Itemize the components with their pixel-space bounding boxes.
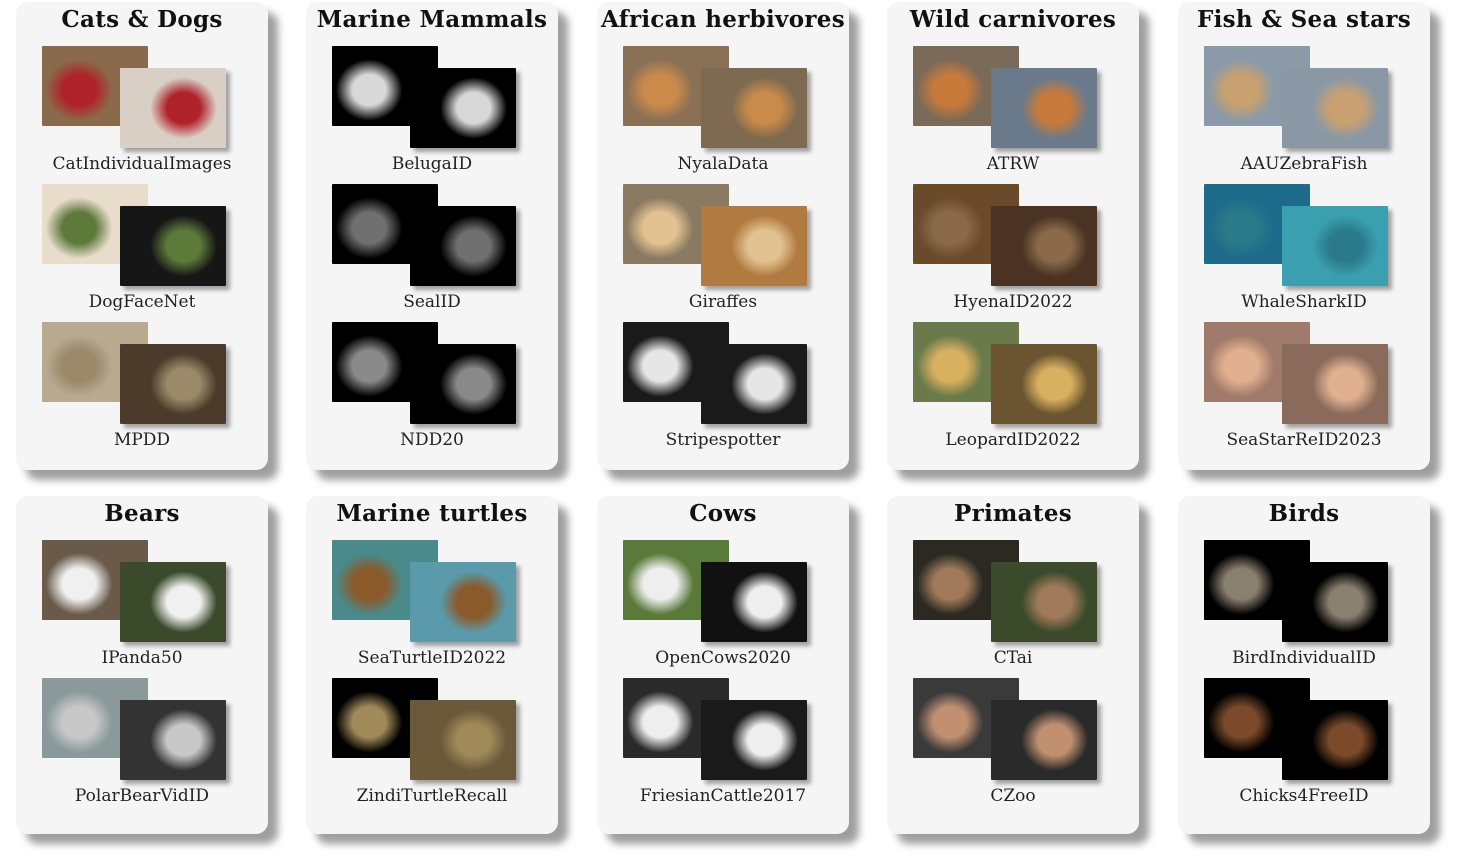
dataset-entry: Chicks4FreeID	[1178, 678, 1430, 808]
dataset-name: LeopardID2022	[945, 430, 1081, 450]
dataset-name: MPDD	[113, 430, 171, 450]
dataset-sample-image-front	[410, 344, 516, 424]
dataset-sample-image-front	[991, 206, 1097, 286]
dataset-entry: ZindiTurtleRecall	[306, 678, 558, 808]
dataset-sample-image-front	[1282, 562, 1388, 642]
dataset-sample-image-front	[120, 562, 226, 642]
dataset-entry: IPanda50	[16, 540, 268, 670]
dataset-name: Giraffes	[688, 292, 758, 312]
dataset-sample-image-front	[1282, 344, 1388, 424]
dataset-sample-image-front	[701, 700, 807, 780]
dataset-entry: HyenaID2022	[887, 184, 1139, 314]
dataset-entry: FriesianCattle2017	[597, 678, 849, 808]
dataset-sample-image-front	[410, 700, 516, 780]
category-title: Marine Mammals	[316, 6, 548, 33]
dataset-entry: NDD20	[306, 322, 558, 452]
dataset-name: FriesianCattle2017	[639, 786, 807, 806]
dataset-entry: BelugaID	[306, 46, 558, 176]
dataset-sample-image-front	[1282, 68, 1388, 148]
dataset-sample-image-front	[701, 562, 807, 642]
dataset-sample-image-front	[991, 344, 1097, 424]
dataset-entry: CatIndividualImages	[16, 46, 268, 176]
dataset-sample-image-front	[701, 206, 807, 286]
dataset-name: Stripespotter	[665, 430, 781, 450]
dataset-entry: MPDD	[16, 322, 268, 452]
dataset-entry: CTai	[887, 540, 1139, 670]
category-title: Primates	[954, 500, 1072, 527]
dataset-name: OpenCows2020	[655, 648, 791, 668]
dataset-sample-image-front	[701, 344, 807, 424]
dataset-name: PolarBearVidID	[74, 786, 210, 806]
dataset-entry: Giraffes	[597, 184, 849, 314]
dataset-name: Chicks4FreeID	[1239, 786, 1369, 806]
category-title: Bears	[104, 500, 180, 527]
dataset-name: IPanda50	[101, 648, 183, 668]
dataset-name: SealID	[403, 292, 461, 312]
dataset-name: AAUZebraFish	[1240, 154, 1368, 174]
dataset-entry: WhaleSharkID	[1178, 184, 1430, 314]
dataset-name: NyalaData	[677, 154, 769, 174]
category-title: Birds	[1268, 500, 1340, 527]
dataset-sample-image-front	[120, 344, 226, 424]
dataset-name: ZindiTurtleRecall	[356, 786, 508, 806]
dataset-name: BirdIndividualID	[1232, 648, 1376, 668]
dataset-sample-image-front	[1282, 206, 1388, 286]
dataset-name: ATRW	[986, 154, 1040, 174]
dataset-entry: LeopardID2022	[887, 322, 1139, 452]
dataset-entry: PolarBearVidID	[16, 678, 268, 808]
dataset-entry: SeaTurtleID2022	[306, 540, 558, 670]
dataset-sample-image-front	[991, 700, 1097, 780]
dataset-name: SeaTurtleID2022	[357, 648, 507, 668]
dataset-name: HyenaID2022	[953, 292, 1073, 312]
dataset-name: CatIndividualImages	[52, 154, 232, 174]
dataset-entry: BirdIndividualID	[1178, 540, 1430, 670]
dataset-name: SeaStarReID2023	[1226, 430, 1382, 450]
dataset-sample-image-front	[410, 206, 516, 286]
dataset-entry: OpenCows2020	[597, 540, 849, 670]
category-title: Wild carnivores	[909, 6, 1117, 33]
dataset-name: NDD20	[400, 430, 464, 450]
dataset-name: BelugaID	[391, 154, 473, 174]
category-title: African herbivores	[601, 6, 845, 33]
dataset-entry: SeaStarReID2023	[1178, 322, 1430, 452]
category-title: Cats & Dogs	[61, 6, 223, 33]
dataset-name: CZoo	[990, 786, 1036, 806]
dataset-name: CTai	[993, 648, 1033, 668]
category-title: Marine turtles	[336, 500, 528, 527]
dataset-entry: Stripespotter	[597, 322, 849, 452]
dataset-entry: NyalaData	[597, 46, 849, 176]
dataset-name: WhaleSharkID	[1241, 292, 1367, 312]
dataset-sample-image-front	[701, 68, 807, 148]
dataset-sample-image-front	[1282, 700, 1388, 780]
dataset-sample-image-front	[991, 68, 1097, 148]
dataset-name: DogFaceNet	[88, 292, 196, 312]
dataset-sample-image-front	[120, 68, 226, 148]
category-title: Cows	[689, 500, 757, 527]
dataset-entry: AAUZebraFish	[1178, 46, 1430, 176]
dataset-entry: CZoo	[887, 678, 1139, 808]
dataset-entry: ATRW	[887, 46, 1139, 176]
dataset-sample-image-front	[410, 68, 516, 148]
dataset-sample-image-front	[120, 700, 226, 780]
dataset-sample-image-front	[120, 206, 226, 286]
category-title: Fish & Sea stars	[1196, 6, 1411, 33]
dataset-entry: DogFaceNet	[16, 184, 268, 314]
dataset-sample-image-front	[410, 562, 516, 642]
dataset-sample-image-front	[991, 562, 1097, 642]
dataset-entry: SealID	[306, 184, 558, 314]
